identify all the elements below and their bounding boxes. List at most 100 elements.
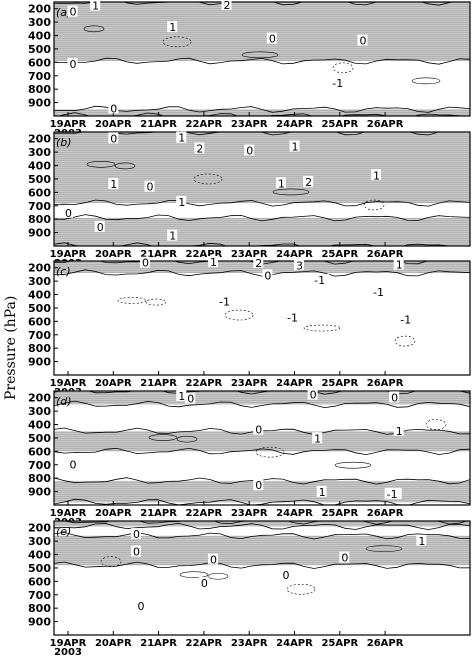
- contour-label: 1: [292, 140, 299, 153]
- y-tick-label: 300: [28, 146, 51, 159]
- contour-label-bg: [244, 144, 255, 156]
- contour-label: 0: [201, 577, 208, 590]
- y-tick-label: 600: [28, 315, 51, 328]
- contour-label-bg: [67, 458, 78, 470]
- y-tick-label: 500: [28, 173, 51, 186]
- contour-label: 0: [142, 257, 149, 270]
- contour-label-bg: [198, 577, 209, 589]
- plot-frame: [53, 1, 471, 117]
- plot-area: [54, 521, 470, 595]
- contour-label-bg: [140, 256, 151, 268]
- contour-label: 1: [373, 169, 380, 182]
- contour-line: [176, 435, 198, 443]
- contour-label-bg: [393, 424, 404, 436]
- contour-label: 1: [110, 178, 117, 191]
- shaded-region: [54, 391, 470, 405]
- y-tick-label: 700: [28, 70, 51, 83]
- x-tick-label: 26APR: [367, 119, 404, 130]
- contour-label: 1: [178, 390, 185, 403]
- y-tick-label: 200: [28, 133, 51, 146]
- contour-label: -1: [287, 312, 298, 325]
- contour-label-bg: [389, 391, 400, 403]
- contour-label-bg: [67, 5, 78, 17]
- plot-area: [54, 391, 470, 505]
- y-tick-label: 600: [28, 575, 51, 588]
- contour-label-bg: [339, 551, 350, 563]
- contour-label: 0: [341, 552, 348, 565]
- contour-line: [100, 556, 122, 567]
- contour-label: 0: [97, 221, 104, 234]
- contour-line: [411, 77, 441, 85]
- y-tick-label: 200: [28, 522, 51, 535]
- y-tick-label: 200: [28, 262, 51, 275]
- contour-label-bg: [176, 390, 187, 402]
- y-tick-label: 400: [28, 419, 51, 432]
- x-tick-label: 21APR: [140, 638, 177, 649]
- panel-label: (b): [56, 136, 72, 149]
- contour-label-bg: [280, 568, 291, 580]
- contour-line: [54, 447, 470, 456]
- contour-label-bg: [130, 545, 141, 557]
- y-tick-label: 300: [28, 405, 51, 418]
- shaded-region: [54, 480, 470, 503]
- x-tick-label: 25APR: [321, 378, 358, 389]
- contour-label-bg: [176, 131, 187, 143]
- x-tick-label: 21APR: [140, 508, 177, 519]
- contour-label-bg: [284, 311, 302, 323]
- contour-line: [303, 324, 341, 332]
- y-tick-label: 300: [28, 16, 51, 29]
- contour-line: [54, 57, 470, 65]
- contour-label: 0: [282, 569, 289, 582]
- contour-label: 0: [147, 181, 154, 194]
- x-tick-label: 25APR: [321, 119, 358, 130]
- x-tick-label: 26APR: [367, 508, 404, 519]
- y-axis-label-container: Pressure (hPa): [2, 280, 20, 400]
- x-tick-label: 24APR: [276, 638, 313, 649]
- contour-label-bg: [67, 58, 78, 70]
- contour-line: [54, 561, 470, 569]
- x-tick-label: 23APR: [231, 638, 268, 649]
- contour-label-bg: [90, 0, 101, 11]
- contour-label-bg: [289, 140, 300, 152]
- x-tick-label: 26APR: [367, 378, 404, 389]
- contour-label: -1: [314, 274, 325, 287]
- contour-label-bg: [398, 313, 416, 325]
- x-tick-label: 20APR: [95, 249, 132, 260]
- contour-label-bg: [312, 274, 330, 286]
- contour-label: 0: [110, 102, 117, 115]
- shaded-region: [54, 132, 470, 204]
- x-tick-label: 26APR: [367, 638, 404, 649]
- x-tick-label: 22APR: [186, 508, 223, 519]
- y-tick-label: 500: [28, 432, 51, 445]
- contour-line: [54, 391, 470, 395]
- x-tick-label: 20APR: [95, 378, 132, 389]
- contour-label-bg: [253, 256, 264, 268]
- shaded-region: [54, 521, 470, 527]
- y-tick-label: 800: [28, 83, 51, 96]
- y-tick-label: 400: [28, 160, 51, 173]
- contour-label-bg: [330, 76, 348, 88]
- y-tick-label: 600: [28, 186, 51, 199]
- contour-line: [54, 269, 470, 277]
- x-tick-label: 26APR: [367, 249, 404, 260]
- contour-label-bg: [194, 142, 205, 154]
- y-tick-label: 500: [28, 562, 51, 575]
- x-tick-label: 22APR: [186, 638, 223, 649]
- contour-line: [272, 188, 310, 196]
- x-year-label: 2003: [54, 647, 82, 657]
- contour-label: 1: [178, 132, 185, 145]
- contour-line: [117, 297, 147, 304]
- contour-label-bg: [108, 132, 119, 144]
- contour-line: [83, 25, 105, 33]
- x-tick-label: 20APR: [95, 638, 132, 649]
- contour-line: [145, 298, 167, 306]
- contour-label-bg: [294, 259, 305, 271]
- contour-label-bg: [303, 175, 314, 187]
- contour-label-bg: [108, 102, 119, 114]
- x-tick-label: 21APR: [140, 378, 177, 389]
- contour-label: 1: [396, 259, 403, 272]
- contour-label-bg: [63, 206, 73, 218]
- x-tick-label: 23APR: [231, 249, 268, 260]
